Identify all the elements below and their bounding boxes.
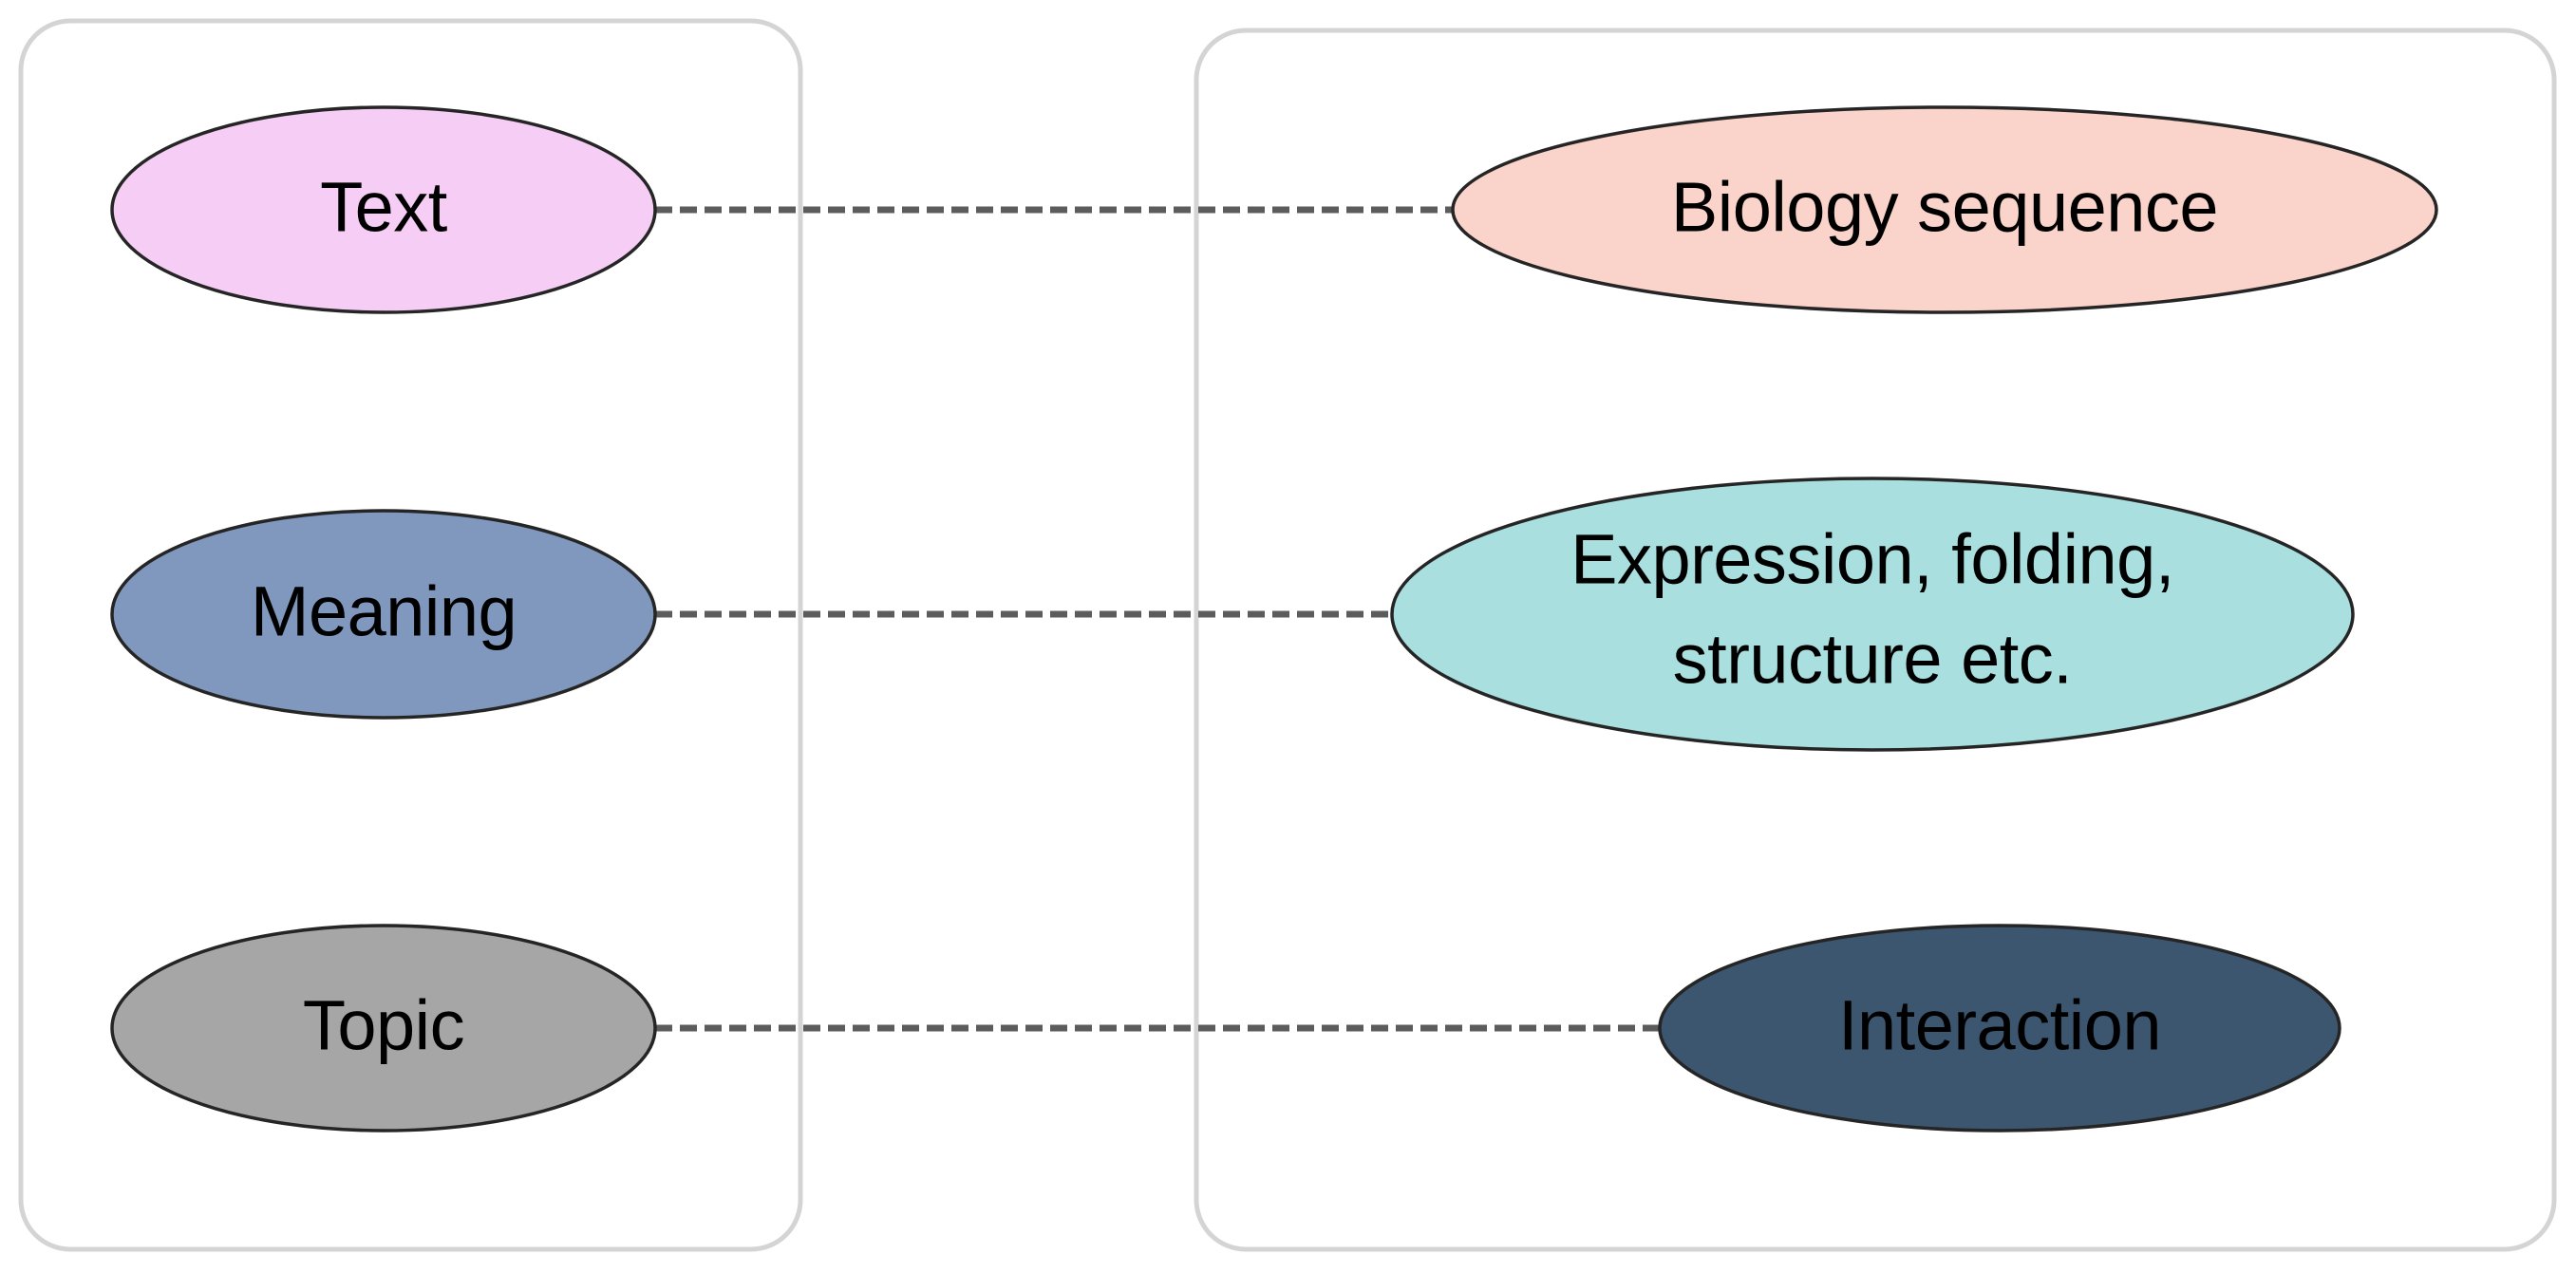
node-text[interactable]: Text xyxy=(110,105,657,314)
node-biology-sequence-ellipse[interactable] xyxy=(1451,105,2438,314)
node-biology-sequence[interactable]: Biology sequence xyxy=(1451,105,2438,314)
node-topic[interactable]: Topic xyxy=(110,924,657,1133)
node-text-ellipse[interactable] xyxy=(110,105,657,314)
node-biology-sequence-label: Biology sequence xyxy=(1671,168,2218,247)
node-topic-ellipse[interactable] xyxy=(110,924,657,1133)
node-interaction-label: Interaction xyxy=(1838,986,2161,1065)
group-frame-left xyxy=(18,18,803,1252)
node-topic-label: Topic xyxy=(303,986,464,1065)
node-meaning-ellipse[interactable] xyxy=(110,509,657,720)
node-interaction[interactable]: Interaction xyxy=(1658,924,2341,1133)
node-expression-label-line2: structure etc. xyxy=(1673,620,2073,699)
node-expression-label-line1: Expression, folding, xyxy=(1570,520,2174,599)
node-text-label: Text xyxy=(320,168,448,247)
node-expression[interactable]: Expression, folding, structure etc. xyxy=(1390,477,2355,752)
node-expression-ellipse[interactable] xyxy=(1390,477,2355,752)
group-frame-right xyxy=(1194,28,2557,1252)
node-interaction-ellipse[interactable] xyxy=(1658,924,2341,1133)
node-meaning-label: Meaning xyxy=(251,572,517,651)
node-meaning[interactable]: Meaning xyxy=(110,509,657,720)
